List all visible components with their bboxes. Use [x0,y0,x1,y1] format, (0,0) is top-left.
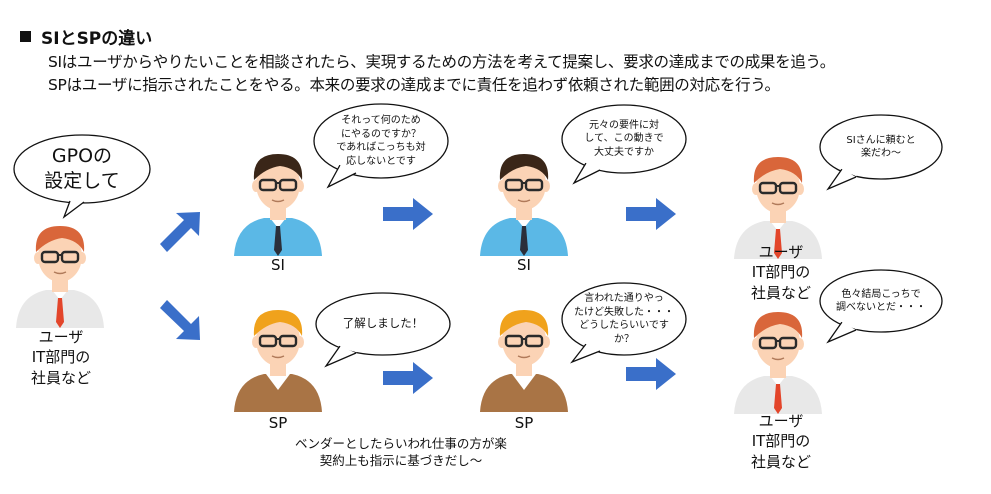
bubble-text: 言われた通りやっ たけど失敗した・・・ どうしたらいいです か？ [574,293,674,345]
slide-title: SIとSPの違い [20,24,152,49]
speech-bubble-si-second: 元々の要件に対 して、この動きで 大丈夫ですか [560,103,688,185]
speech-bubble-sp-second: 言われた通りやっ たけど失敗した・・・ どうしたらいいです か？ [560,282,688,364]
user-person-icon [730,141,826,265]
label-user-top-right: ユーザ IT部門の 社員など [750,243,811,302]
arrow-diagonal-down-icon [160,300,200,340]
si-description: SIはユーザからやりたいことを相談されたら、実現するための方法を考えて提案し、要… [48,53,835,71]
arrow-right-icon [626,198,676,230]
si-person-icon [476,138,572,262]
sp-person-icon [476,294,572,418]
arrow-right-icon [383,362,433,394]
speech-bubble-si-first: それって何のため にやるのですか？ であればこっちも対 応しないとです [312,103,450,189]
label-user-left: ユーザ IT部門の 社員など [30,328,91,387]
label-user-bottom-right: ユーザ IT部門の 社員など [750,412,811,471]
speech-bubble-sp-first: 了解しました！ [314,292,452,368]
bubble-text: 色々結局こっちで 調べないとだ・・・ [836,288,926,314]
bubble-text: 元々の要件に対 して、この動きで 大丈夫ですか [584,119,664,158]
arrow-right-icon [626,358,676,390]
arrow-diagonal-up-icon [160,212,200,252]
sp-person-icon [230,294,326,418]
bullet-square-icon [20,31,31,42]
bubble-text: それって何のため にやるのですか？ であればこっちも対 応しないとです [336,115,426,167]
title-text: SIとSPの違い [41,29,153,49]
label-sp-1: SP [268,414,288,432]
bubble-text: SIさんに頼むと 楽だわ〜 [846,134,916,160]
speech-bubble-user-sp: 色々結局こっちで 調べないとだ・・・ [818,268,944,344]
arrow-right-icon [383,198,433,230]
label-si-2: SI [517,256,531,274]
bubble-text: 了解しました！ [342,316,424,331]
sp-description: SPはユーザに指示されたことをやる。本来の要求の達成までに責任を追わず依頼された… [48,76,780,94]
user-person-icon [730,296,826,420]
speech-bubble-user-si: SIさんに頼むと 楽だわ〜 [818,113,944,191]
speech-bubble-user-request: GPOの 設定して [12,133,152,219]
label-si-1: SI [271,256,285,274]
si-person-icon [230,138,326,262]
label-sp-2: SP [514,414,534,432]
footer-note: ベンダーとしたらいわれ仕事の方が楽 契約上も指示に基づきだし〜 [295,436,507,468]
bubble-text: GPOの 設定して [44,145,120,192]
user-person-icon [12,210,108,334]
